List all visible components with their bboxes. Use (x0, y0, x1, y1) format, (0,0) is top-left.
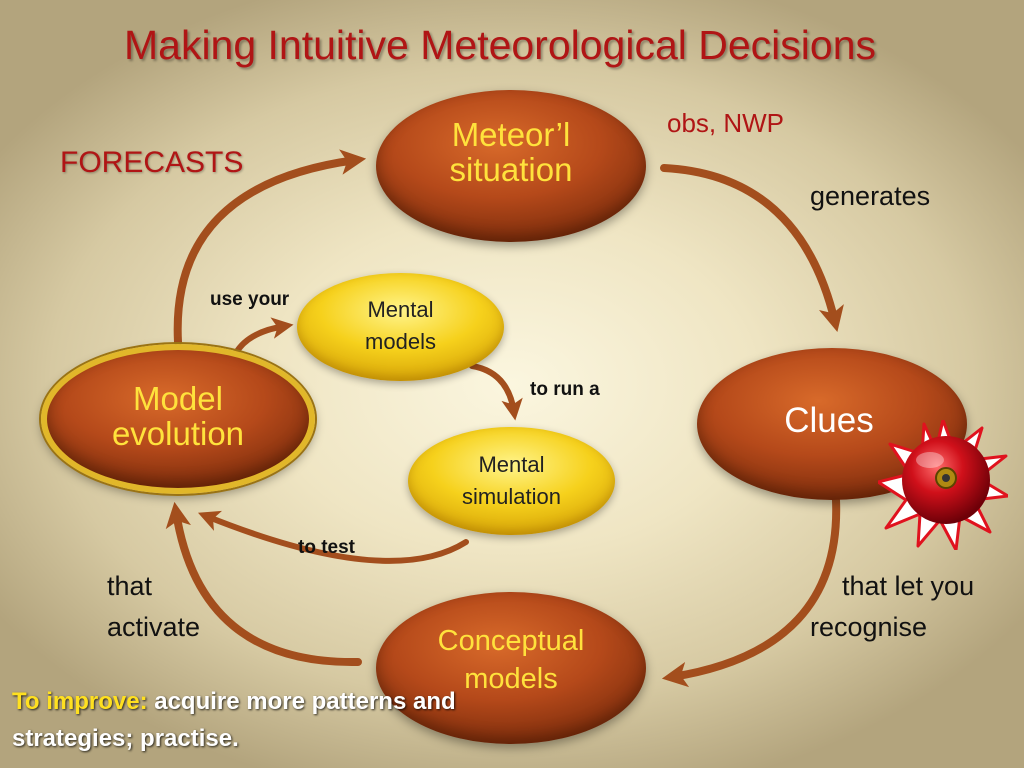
conceptual-line2: models (464, 663, 558, 695)
improve-text: acquire more patterns and strategies; pr… (12, 688, 456, 752)
arrow-mental-models-to-simulation (469, 363, 523, 421)
use-your-label: use your (210, 289, 290, 310)
forecasts-label: FORECASTS (60, 146, 244, 179)
model-evolution-node: Model evolution (41, 344, 315, 494)
recognise-label: recognise (810, 612, 928, 642)
to-run-a-label: to run a (530, 379, 600, 400)
that-let-you-label: that let you (842, 571, 975, 601)
evolution-line1: Model (133, 380, 223, 417)
conceptual-models-node: Conceptual models (376, 592, 646, 744)
arrow-clues-to-conceptual (661, 496, 841, 688)
clues-label: Clues (784, 400, 874, 440)
arrow-evolution-to-mental-models (233, 317, 294, 356)
conceptual-line1: Conceptual (437, 625, 585, 657)
page-title: Making Intuitive Meteorological Decision… (123, 22, 876, 68)
evolution-line2: evolution (111, 415, 245, 452)
alarm-button-icon (878, 420, 1008, 550)
arrow-evolution-to-situation (173, 149, 367, 346)
mental-simulation-line1: Mental (478, 452, 545, 477)
situation-line2: situation (449, 151, 573, 188)
mental-simulation-line2: simulation (461, 484, 562, 509)
to-test-label: to test (298, 537, 355, 558)
mental-models-line1: Mental (367, 297, 434, 322)
mental-models-line2: models (365, 329, 436, 354)
improve-note: To improve: acquire more patterns and st… (12, 683, 472, 757)
improve-highlight: To improve: (12, 688, 148, 715)
arrow-simulation-to-evolution (197, 510, 469, 564)
activate-label: activate (107, 612, 201, 642)
obs-nwp-label: obs, NWP (667, 108, 785, 138)
meteorological-situation-node: Meteor’l situation (376, 90, 646, 242)
that-label: that (107, 571, 153, 601)
arrow-situation-to-clues (660, 164, 844, 332)
mental-simulation-node: Mental simulation (408, 427, 615, 535)
generates-label: generates (810, 181, 931, 211)
situation-line1: Meteor’l (451, 116, 571, 153)
arrow-conceptual-to-evolution (165, 501, 362, 667)
mental-models-node: Mental models (297, 273, 504, 381)
